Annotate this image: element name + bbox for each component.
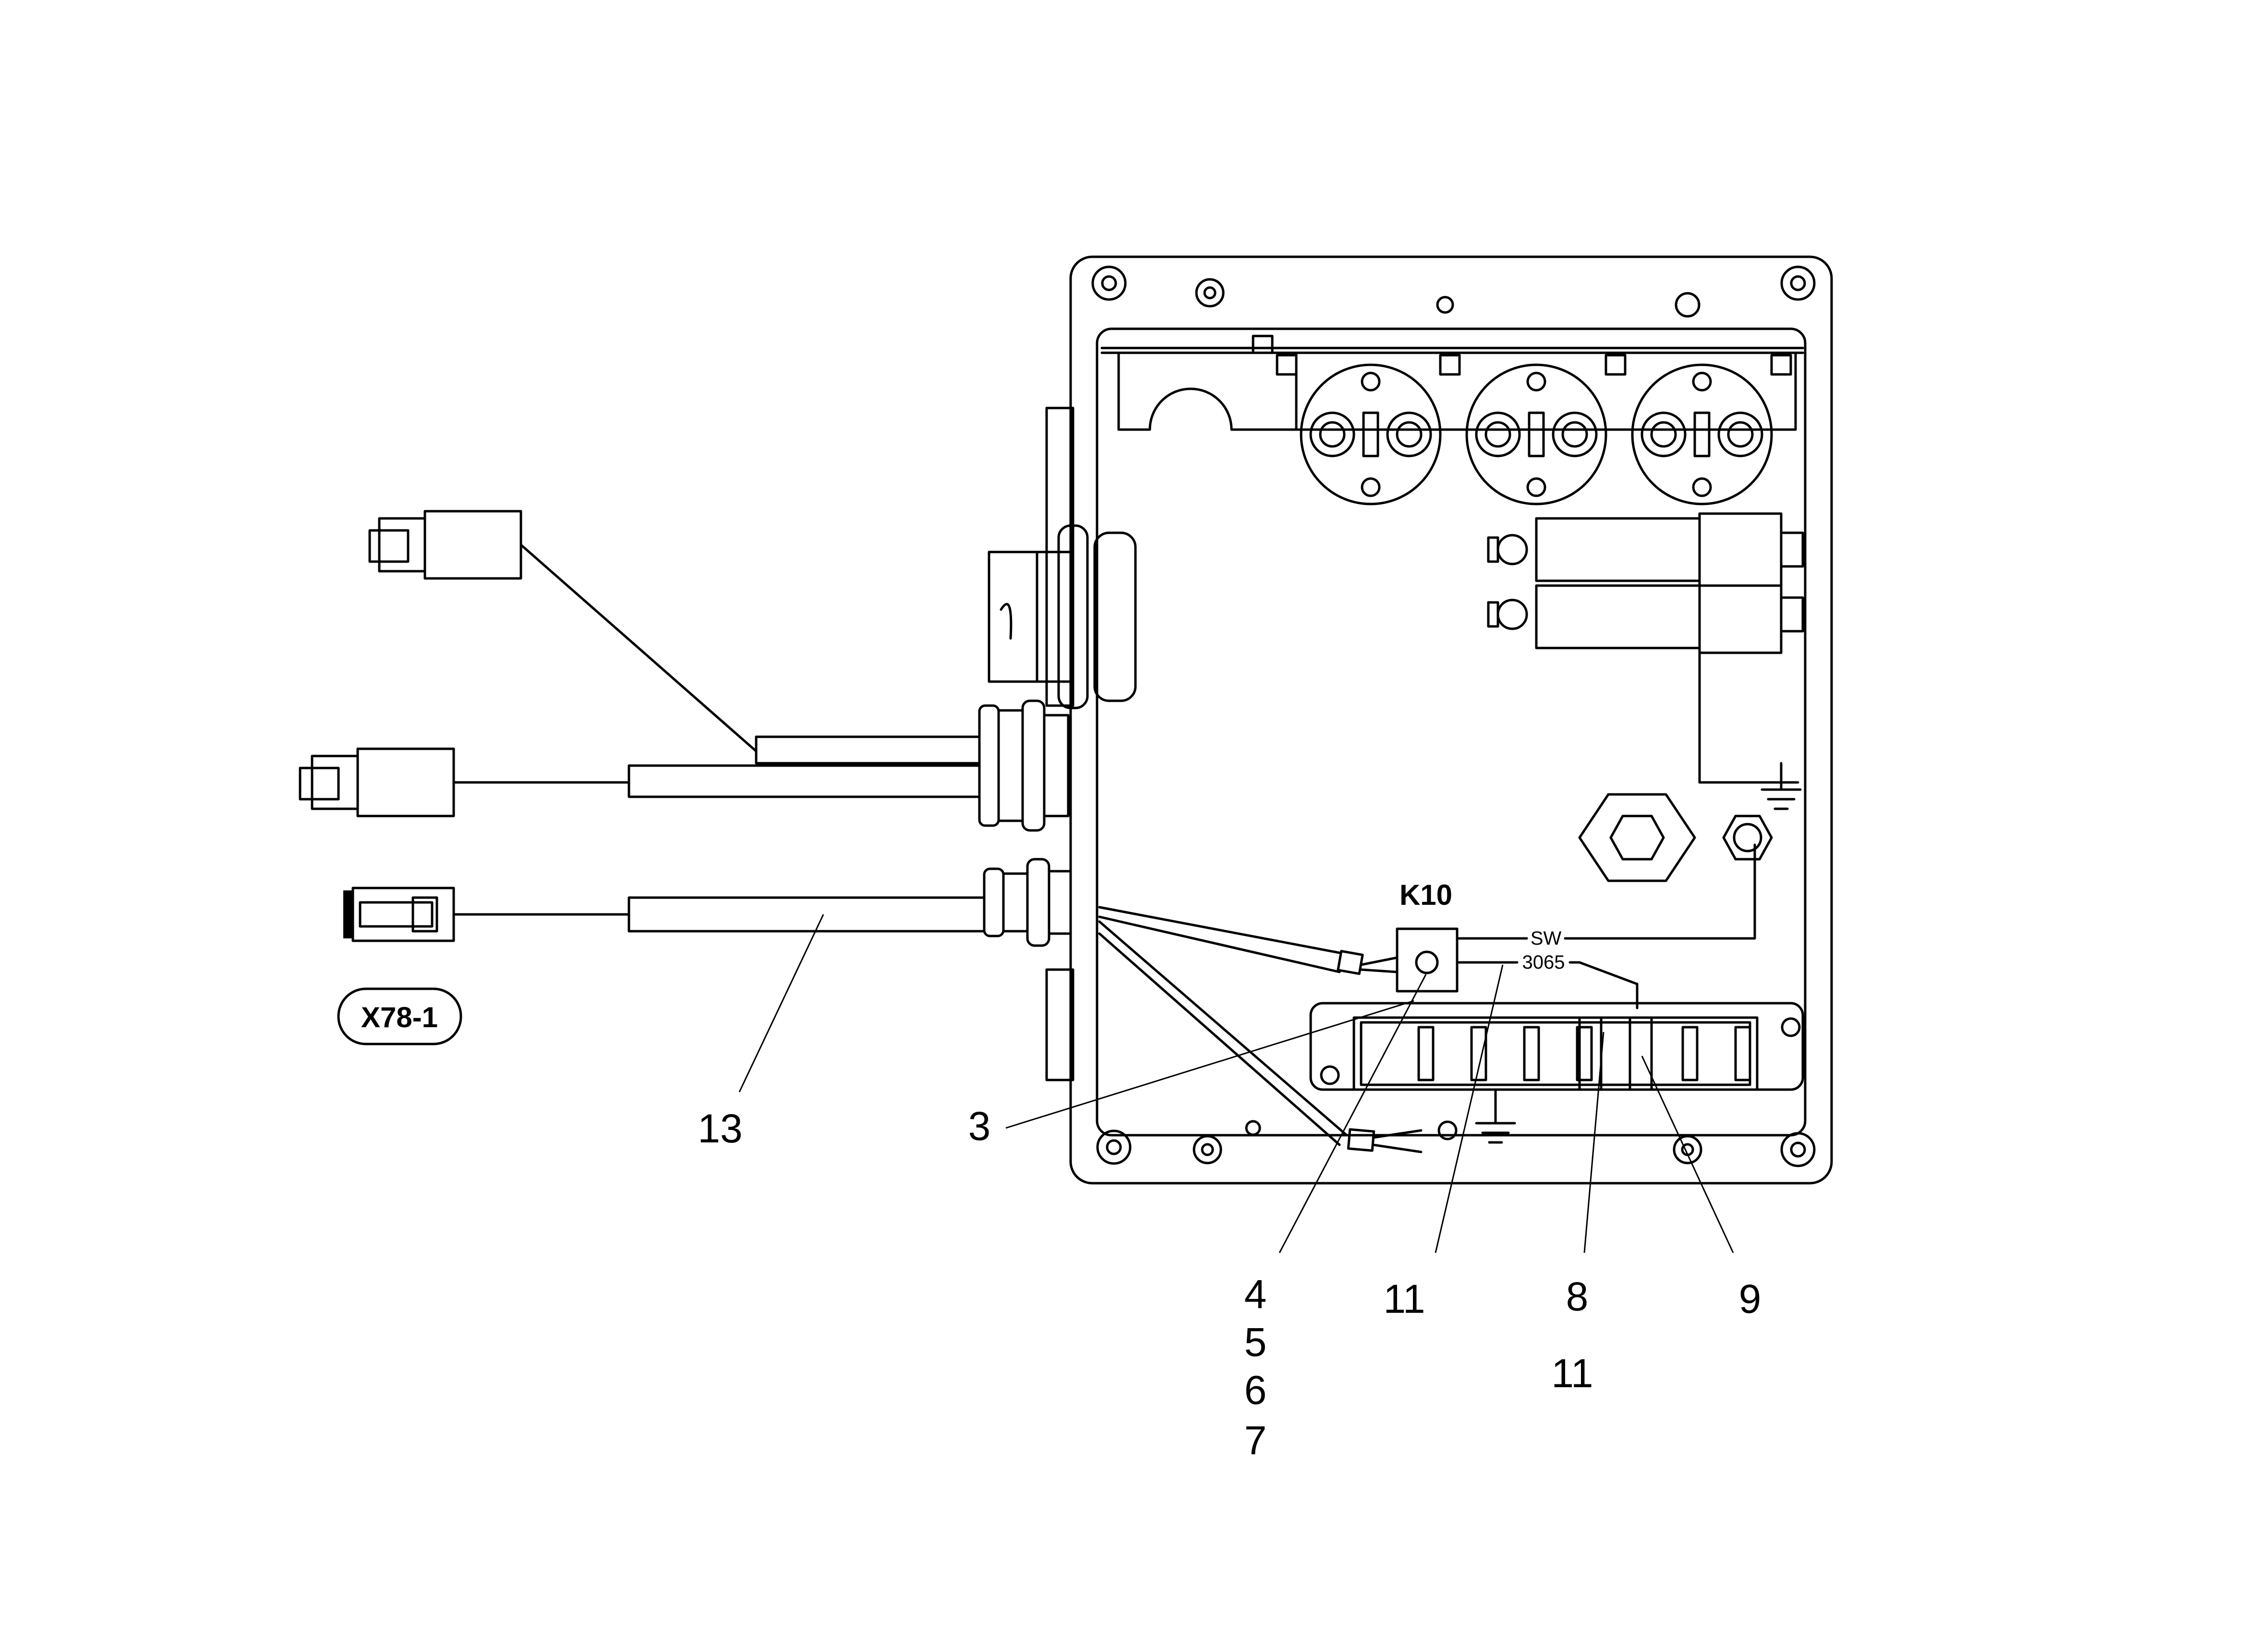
top-rail <box>1100 335 1804 431</box>
callout-3: 3 <box>968 1104 991 1149</box>
left-gland-strip <box>988 407 1137 1081</box>
plug-connector-middle <box>299 747 455 817</box>
relay-label: K10 <box>1399 879 1452 911</box>
callout-5: 5 <box>1244 1320 1267 1365</box>
hex-nut <box>1578 793 1696 882</box>
ground-bolt <box>1722 815 1773 861</box>
callout-11-lower: 11 <box>1551 1351 1593 1396</box>
ground-symbol-upper <box>1761 762 1802 810</box>
socket-2 <box>1465 363 1607 505</box>
callout-7: 7 <box>1244 1418 1267 1463</box>
terminal-strip <box>1309 1002 1804 1091</box>
wire-label-sw: SW <box>1531 928 1562 949</box>
callout-13: 13 <box>698 1106 742 1151</box>
connector-x78-1 <box>343 887 455 942</box>
wire-label-3065: 3065 <box>1522 952 1565 973</box>
module-upper <box>1487 512 1804 587</box>
callout-8: 8 <box>1566 1274 1589 1319</box>
internal-wires <box>1098 906 1458 1153</box>
cable-gland-lower <box>983 858 1072 947</box>
connector-badge: X78-1 <box>337 987 462 1045</box>
callout-6: 6 <box>1244 1368 1267 1413</box>
module-lower <box>1487 584 1804 784</box>
mounting-holes <box>1091 265 1816 1167</box>
ground-symbol-lower <box>1475 1088 1516 1144</box>
cable-gland-upper <box>978 699 1070 832</box>
plug-connector-upper <box>368 510 522 580</box>
enclosure <box>1069 255 1833 1185</box>
cable-13 <box>452 896 986 933</box>
callout-9: 9 <box>1739 1276 1761 1321</box>
callout-11-upper: 11 <box>1383 1276 1425 1321</box>
callout-4: 4 <box>1244 1272 1267 1317</box>
connector-label: X78-1 <box>361 1001 438 1033</box>
leader-lines <box>738 914 1734 1253</box>
socket-3 <box>1631 363 1773 505</box>
cable-upper <box>452 543 981 798</box>
socket-1 <box>1300 363 1442 505</box>
relay-k10 <box>1396 843 1756 1009</box>
